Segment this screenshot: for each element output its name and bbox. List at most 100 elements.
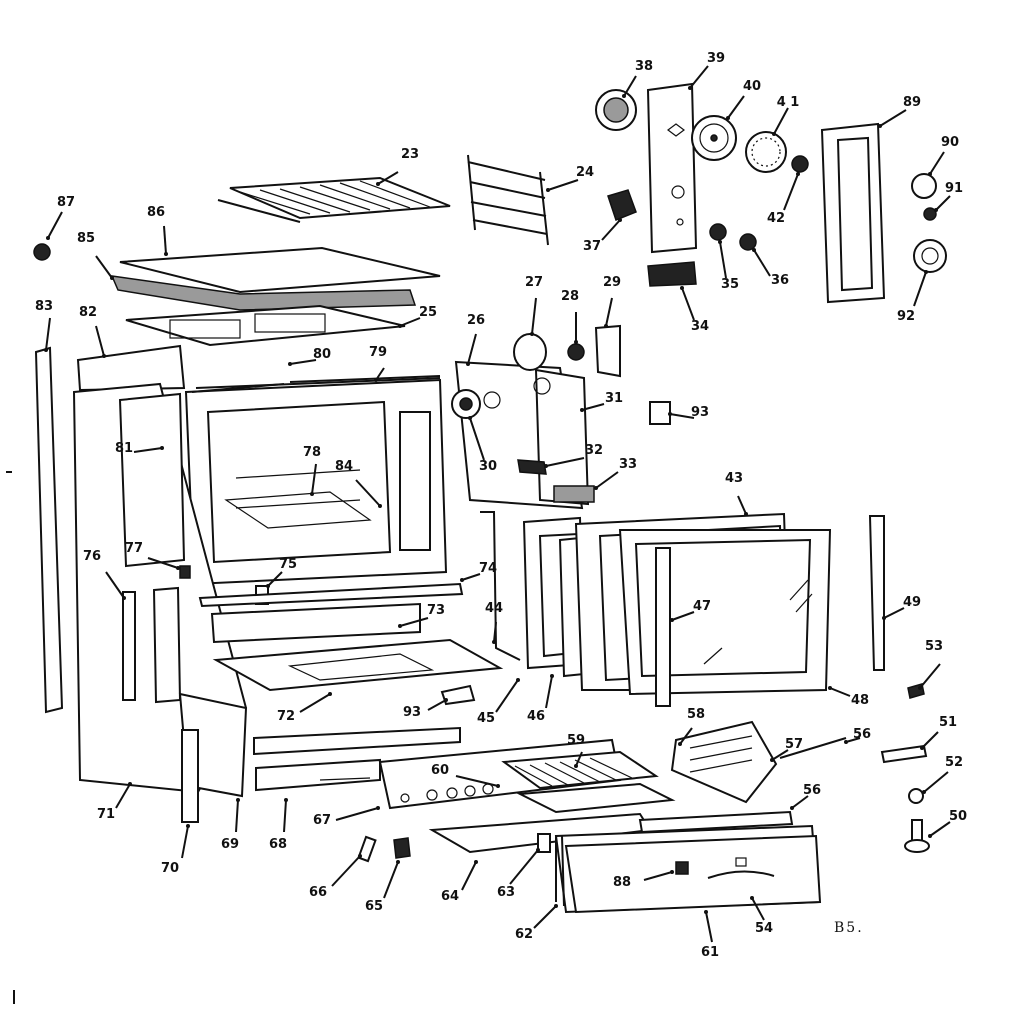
valve-32 [517,459,547,475]
leader-arrowhead-p32 [544,464,548,468]
leader-line-p57 [771,749,789,761]
leader-line-p52 [923,771,949,793]
leader-line-p89 [879,109,907,127]
leader-lines [44,65,951,943]
part-label-p84: 84 [335,459,353,474]
leader-arrowhead-p73 [398,624,402,628]
part-label-p60: 60 [431,763,449,778]
leader-arrowhead-p84 [378,504,382,508]
strip-49 [868,515,885,671]
leader-arrowhead-p86 [164,252,168,256]
leader-line-p72 [299,693,331,713]
leader-line-p77 [147,557,179,569]
bracket-29 [594,324,621,378]
dial-41 [745,131,787,173]
leader-line-p58 [679,727,693,745]
part-label-p88: 88 [613,875,631,890]
part-label-p56a: 56 [853,727,871,742]
part-label-p41: 4 1 [777,95,800,110]
side-panels [34,344,186,714]
leader-line-p42 [783,173,799,211]
leader-line-p43 [737,495,747,515]
part-label-p75: 75 [279,557,297,572]
leader-line-p90 [929,151,945,175]
oven-door-assembly [522,512,832,707]
leader-arrowhead-p58 [678,742,682,746]
part-label-p59: 59 [567,733,585,748]
leader-line-p36 [753,249,771,277]
leader-arrowhead-p67 [376,806,380,810]
leader-line-p70 [181,825,189,859]
part-label-p76: 76 [83,549,101,564]
part-label-p42: 42 [767,211,785,226]
part-label-p63: 63 [497,885,515,900]
leader-arrowhead-p78 [310,492,314,496]
leader-line-p24 [547,179,579,191]
part-label-p61: 61 [701,945,719,960]
part-label-p53: 53 [925,639,943,654]
leader-arrowhead-p38 [622,94,626,98]
plug-87 [33,243,51,261]
oven-bottom-25 [125,304,406,347]
leader-line-p54 [751,897,765,921]
outer-side-panel-71 [72,382,248,794]
leader-line-p29 [605,297,613,327]
part-label-p83: 83 [35,299,53,314]
leader-line-p61 [705,911,713,943]
switch-33 [553,485,595,503]
leader-arrowhead-p23 [376,182,380,186]
leader-line-p71 [115,783,131,809]
knob-28 [567,343,585,361]
leader-line-p67 [335,807,379,821]
leader-line-p86 [163,225,167,255]
channels [152,586,248,823]
leader-arrowhead-p63 [536,848,540,852]
leader-line-p56a [845,737,861,743]
part-label-p35: 35 [721,277,739,292]
part-label-p27: 27 [525,275,543,290]
leader-arrowhead-p41 [772,132,776,136]
back-panel-26 [454,360,590,510]
part-label-p56b: 56 [803,783,821,798]
clock-38 [595,89,637,131]
part-label-p73: 73 [427,603,445,618]
part-label-p74: 74 [479,561,497,576]
leg-50 [904,819,930,853]
part-label-p28: 28 [561,289,579,304]
part-label-p38: 38 [635,59,653,74]
part-label-p30: 30 [479,459,497,474]
strip-74 [198,582,464,608]
part-label-p87: 87 [57,195,75,210]
part-label-p31: 31 [605,391,623,406]
rod-44 [480,511,521,661]
leader-line-p41 [773,107,789,135]
part-label-p69: 69 [221,837,239,852]
part-label-p70: 70 [161,861,179,876]
leader-arrowhead-p26 [466,362,470,366]
part-label-p23: 23 [401,147,419,162]
part-label-p44: 44 [485,601,503,616]
leader-arrowhead-p27 [530,332,534,336]
leader-line-p31 [581,403,605,411]
leader-arrowhead-p54 [750,896,754,900]
leader-line-p38 [623,75,637,97]
part-label-p65: 65 [365,899,383,914]
leader-arrowhead-p90 [928,172,932,176]
leader-line-p51 [921,731,939,749]
top-panel-86 [110,246,441,311]
part-label-p39: 39 [707,51,725,66]
leader-line-p39 [689,65,709,89]
leader-arrowhead-p52 [922,790,926,794]
leader-line-p82 [95,325,105,357]
leader-line-p68 [283,799,287,833]
leader-line-p33 [595,471,619,489]
leader-line-p62 [533,905,557,929]
part-label-p77: 77 [125,541,143,556]
leader-line-p84 [355,479,381,507]
part-label-p29: 29 [603,275,621,290]
part-label-p54: 54 [755,921,773,936]
part-label-p34: 34 [691,319,709,334]
part-label-p45: 45 [477,711,495,726]
frame-89 [820,122,886,304]
